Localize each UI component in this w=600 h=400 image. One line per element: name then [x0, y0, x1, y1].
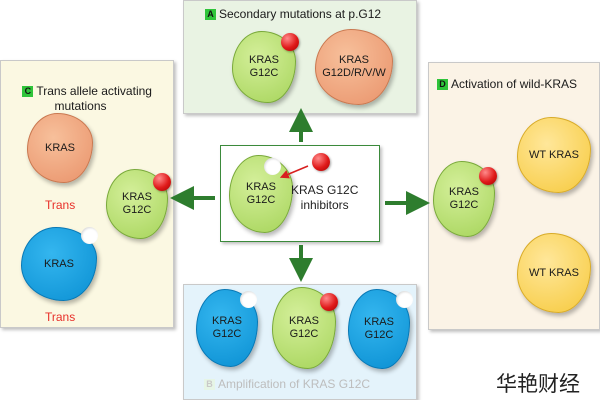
trans-label-1: Trans	[45, 198, 76, 212]
center-panel: KRAS G12C KRAS G12C inhibitors	[220, 145, 380, 242]
binding-pocket	[81, 227, 98, 244]
inhibitor-arrow	[279, 165, 309, 179]
inhibitor-label: KRAS G12C inhibitors	[291, 183, 359, 212]
wt-kras-blob-1: WT KRAS	[517, 117, 591, 193]
binding-pocket	[240, 291, 257, 308]
panel-d-letter: D	[437, 79, 448, 90]
inhibitor-dot	[312, 153, 330, 171]
trans-label-2: Trans	[45, 310, 76, 324]
inhibitor-dot	[153, 173, 171, 191]
kras-mutant-blob: KRAS G12D/R/V/W	[315, 29, 393, 105]
watermark: 华艳财经	[496, 373, 580, 396]
wt-kras-blob-2: WT KRAS	[517, 233, 591, 313]
kras-g12c-blob-b3: KRAS G12C	[348, 289, 410, 369]
inhibitor-dot	[320, 293, 338, 311]
panel-c-letter: C	[22, 86, 34, 97]
panel-a-letter: A	[205, 9, 216, 20]
kras-orange-blob: KRAS	[27, 113, 93, 183]
binding-pocket	[264, 158, 281, 175]
kras-g12c-blob-b1: KRAS G12C	[196, 289, 258, 367]
inhibitor-dot	[479, 167, 497, 185]
panel-b-letter: B	[204, 379, 215, 390]
inhibitor-dot	[281, 33, 299, 51]
kras-g12c-blob-center: KRAS G12C	[229, 155, 293, 233]
binding-pocket	[396, 291, 413, 308]
